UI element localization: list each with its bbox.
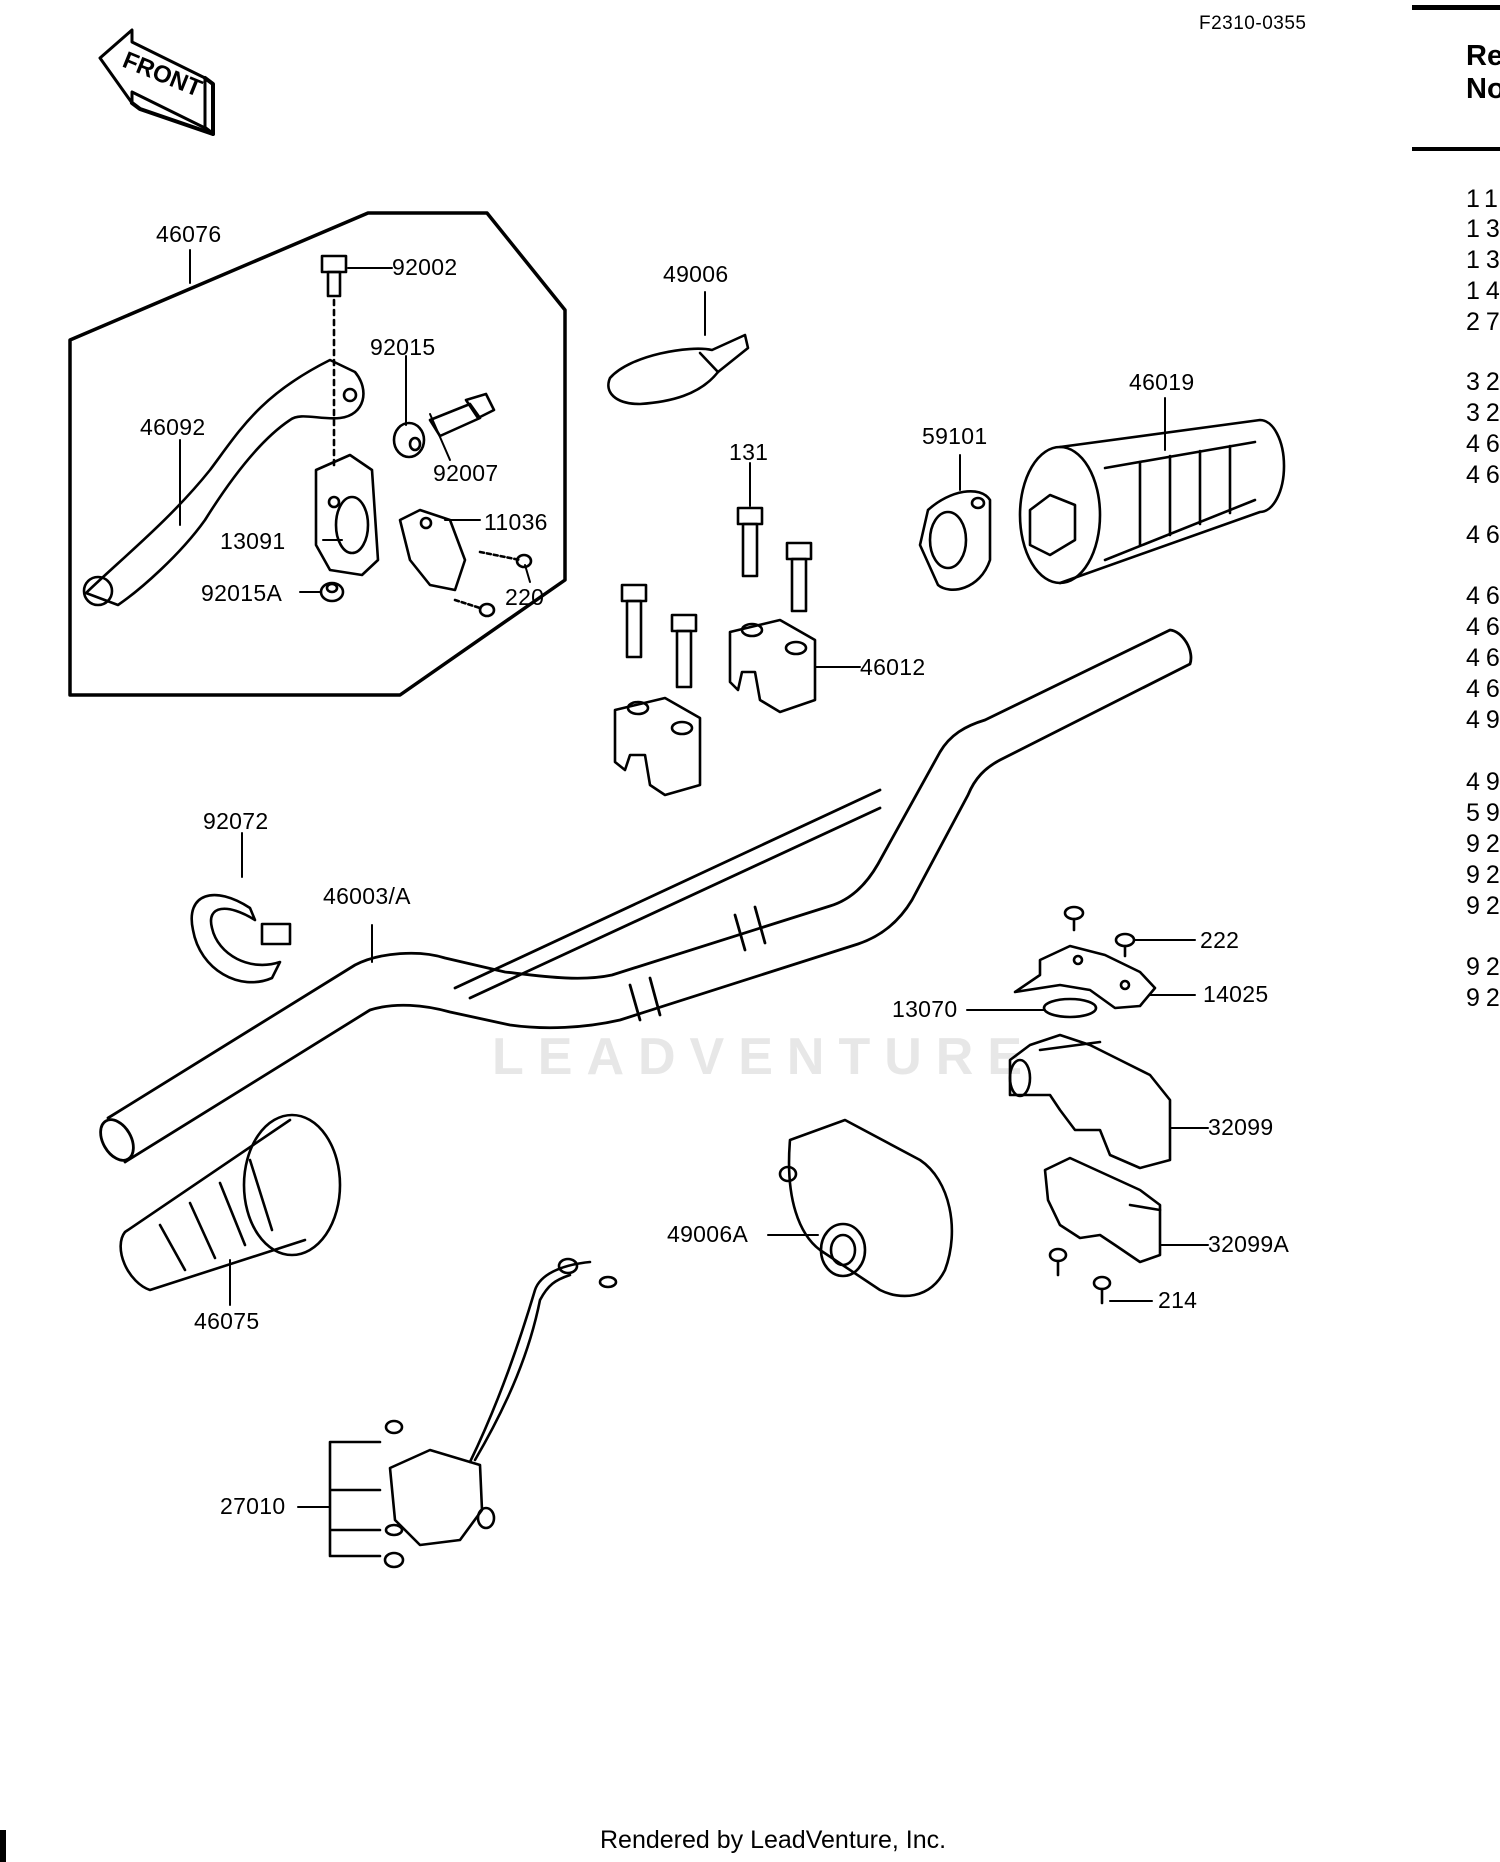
ref-no-header-line1: Re — [1466, 40, 1500, 72]
throttle-housing-lower — [1043, 1156, 1162, 1264]
adjuster-nut — [392, 421, 426, 459]
throttle-cover — [1013, 944, 1157, 1010]
ref-number-row: 46 — [1466, 430, 1500, 458]
pivot-bolt — [320, 254, 348, 472]
housing-screws — [1048, 1247, 1112, 1305]
label-46075: 46075 — [194, 1308, 260, 1334]
table-top-rule — [1412, 5, 1500, 10]
ref-number-row: 92 — [1466, 953, 1500, 981]
ref-number-row: 46 — [1466, 613, 1500, 641]
label-220: 220 — [505, 584, 545, 610]
label-32099: 32099 — [1208, 1114, 1274, 1140]
adjuster-bolt — [428, 392, 496, 438]
label-46092: 46092 — [140, 414, 206, 440]
label-46019: 46019 — [1129, 369, 1195, 395]
throttle-grip — [1018, 418, 1286, 585]
ref-no-header-line2: No — [1466, 73, 1500, 105]
label-32099A: 32099A — [1208, 1231, 1290, 1257]
throttle-housing — [1008, 1033, 1172, 1170]
clamp-screws — [453, 550, 533, 618]
ref-number-row: 92 — [1466, 984, 1500, 1012]
ref-number-row: 49 — [1466, 768, 1500, 796]
ref-number-row: 49 — [1466, 706, 1500, 734]
clutch-lever — [82, 358, 365, 607]
ref-number-row: 46 — [1466, 521, 1500, 549]
ref-number-row: 46 — [1466, 644, 1500, 672]
ref-number-row: 14 — [1466, 277, 1500, 305]
footer-credit: Rendered by LeadVenture, Inc. — [600, 1826, 947, 1854]
ref-number-row: 27 — [1466, 308, 1500, 336]
lever-cover — [607, 333, 750, 406]
holder-clamp — [398, 508, 467, 592]
ref-number-row: 46 — [1466, 461, 1500, 489]
lever-assembly-box — [68, 211, 567, 697]
engine-stop-switch — [328, 1257, 618, 1569]
ref-number-row: 46 — [1466, 675, 1500, 703]
handlebar-band — [190, 893, 292, 984]
watermark: LEADVENTURE — [492, 1028, 1037, 1086]
label-46003A: 46003/A — [323, 883, 411, 909]
label-27010: 27010 — [220, 1493, 286, 1519]
page-edge-marker — [0, 1830, 6, 1862]
ref-number-row: 13 — [1466, 215, 1500, 243]
label-92015A: 92015A — [201, 580, 283, 606]
label-13070: 13070 — [892, 996, 958, 1022]
table-header-rule — [1412, 147, 1500, 151]
front-arrow-icon — [98, 28, 215, 136]
handlebar-holder-lower — [613, 696, 702, 797]
clamp-bolts — [620, 506, 813, 689]
ref-number-row: 11 — [1466, 185, 1500, 213]
label-46012: 46012 — [860, 654, 926, 680]
lever-holder — [314, 453, 380, 577]
label-92072: 92072 — [203, 808, 269, 834]
label-92002: 92002 — [392, 254, 458, 280]
throttle-case — [778, 1118, 954, 1298]
ref-number-row: 59 — [1466, 799, 1500, 827]
ref-number-row: 92 — [1466, 892, 1500, 920]
label-11036: 11036 — [484, 509, 548, 535]
label-92007: 92007 — [433, 460, 499, 486]
pivot-nut — [319, 581, 345, 603]
ref-number-row: 32 — [1466, 399, 1500, 427]
label-92015: 92015 — [370, 334, 436, 360]
handlebar-holder-upper — [728, 618, 817, 714]
ref-number-row: 92 — [1466, 861, 1500, 889]
label-49006: 49006 — [663, 261, 729, 287]
ref-number-row: 46 — [1466, 582, 1500, 610]
handlebar — [99, 628, 1193, 1164]
label-214: 214 — [1158, 1287, 1198, 1313]
throttle-cam — [918, 490, 992, 591]
diagram-code: F2310-0355 — [1199, 13, 1307, 34]
ref-number-row: 32 — [1466, 368, 1500, 396]
left-grip — [119, 1113, 342, 1292]
label-14025: 14025 — [1203, 981, 1269, 1007]
washer — [1042, 997, 1098, 1019]
label-13091: 13091 — [220, 528, 286, 554]
label-49006A: 49006A — [667, 1221, 749, 1247]
label-46076: 46076 — [156, 221, 222, 247]
leader-lines — [179, 249, 1209, 1508]
ref-number-row: 13 — [1466, 246, 1500, 274]
label-59101: 59101 — [922, 423, 988, 449]
label-131: 131 — [729, 439, 769, 465]
ref-number-row: 92 — [1466, 830, 1500, 858]
label-222: 222 — [1200, 927, 1240, 953]
